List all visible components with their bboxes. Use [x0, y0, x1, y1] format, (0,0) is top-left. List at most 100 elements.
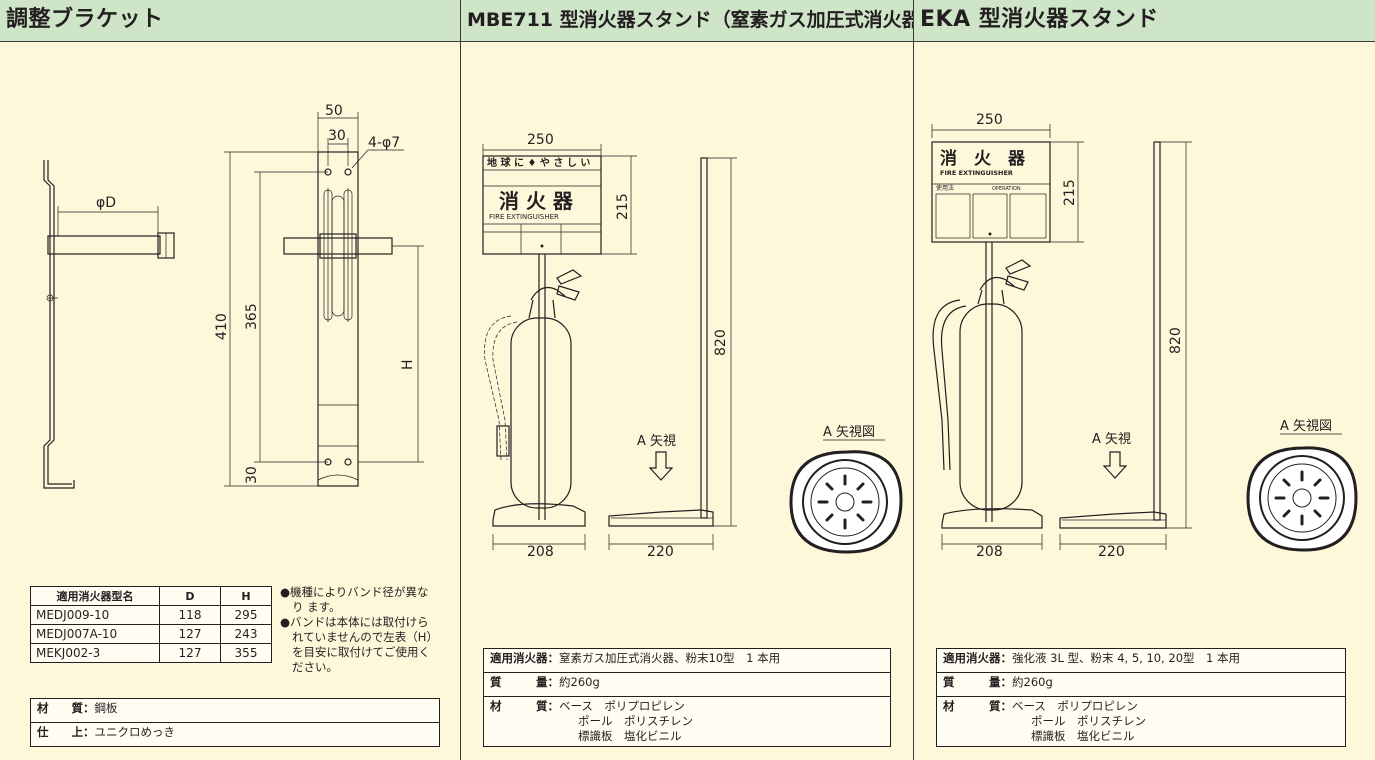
dim-410: 410 [214, 313, 230, 340]
spec-value: ベース ポリプロピレン [1012, 699, 1138, 713]
note-line: ださい。 [292, 660, 338, 674]
spec-value: 約260g [559, 675, 600, 689]
cell: MEDJ007A-10 [30, 624, 160, 644]
spec-row: 適用消火器：窒素ガス加圧式消火器、粉末10型 1 本用 [484, 649, 890, 673]
note-line: ●機種によりバンド径が異な [280, 585, 429, 599]
sign-title: 消 火 器 [499, 189, 574, 213]
panel-title: EKA 型消火器スタンド [914, 0, 1375, 42]
cell: MEKJ002-3 [30, 643, 160, 663]
dim-220: 220 [1098, 544, 1125, 560]
cell: MEDJ009-10 [30, 605, 160, 625]
sign-subtitle: FIRE EXTINGUISHER [940, 169, 1013, 177]
cell: 243 [220, 624, 272, 644]
bracket-side-view [43, 160, 175, 489]
sign-board: 消 火 器 FIRE EXTINGUISHER 使用法 OPERATION [931, 141, 1051, 243]
mbe711-drawing: 250 215 地 球 に ♦ や さ し い 消 火 器 FIRE EXTIN… [482, 132, 903, 560]
extinguisher-illustration [484, 254, 586, 527]
dim-208: 208 [976, 544, 1003, 560]
sign-col: 使用法 [936, 184, 954, 192]
spec-label: 質 量： [943, 675, 1012, 689]
col-D: D [159, 586, 221, 606]
table-row: MEDJ007A-10 127 243 [30, 624, 272, 644]
note-line: れていませんので左表（H） [292, 630, 438, 644]
extinguisher-illustration [932, 242, 1043, 529]
spec-label: 質 量： [490, 675, 559, 689]
spec-label: 材 質： [943, 699, 1012, 713]
spec-label: 材 質： [490, 699, 559, 713]
dim-208: 208 [527, 544, 554, 560]
bracket-drawing: φD 50 30 4-φ7 [43, 103, 424, 489]
view-a-label: A 矢視図 [1280, 419, 1332, 434]
panel-title: MBE711 型消火器スタンド（窒素ガス加圧式消火器用） [461, 0, 913, 42]
spec-row: 質 量：約260g [484, 673, 890, 697]
notes: ●機種によりバンド径が異な り ます。 ●バンドは本体には取付けら れていません… [280, 585, 438, 675]
spec-value: ポール ポリスチレン [1031, 714, 1146, 728]
material-spec-box: 適用消火器：窒素ガス加圧式消火器、粉末10型 1 本用 質 量：約260g 材 … [483, 648, 891, 747]
col-H: H [220, 586, 272, 606]
col-model: 適用消火器型名 [30, 586, 160, 606]
dim-250: 250 [527, 132, 554, 148]
spec-row: 質 量：約260g [937, 673, 1345, 697]
base-top-view [789, 450, 903, 554]
sign-subtitle: FIRE EXTINGUISHER [489, 213, 559, 221]
material-spec-box: 適用消火器：強化液 3L 型、粉末 4, 5, 10, 20型 1 本用 質 量… [936, 648, 1346, 747]
cell: 295 [220, 605, 272, 625]
spec-row: 材 質：ベース ポリプロピレン ポール ポリスチレン 標識板 塩化ビニル [937, 697, 1345, 746]
dim-215: 215 [615, 193, 631, 220]
dim-phiD: φD [96, 195, 116, 211]
bracket-front-view [283, 151, 393, 487]
dim-H: H [400, 359, 416, 370]
spec-label: 適用消火器： [943, 651, 1012, 665]
dim-220: 220 [647, 544, 674, 560]
spec-value: 標識板 塩化ビニル [578, 729, 682, 743]
spec-label: 仕 上： [37, 725, 95, 739]
spec-label: 材 質： [37, 701, 95, 715]
panel-title: 調整ブラケット [0, 0, 460, 42]
spec-value: ユニクロめっき [94, 725, 176, 739]
dim-820: 820 [1168, 327, 1184, 354]
dim-250: 250 [976, 112, 1003, 128]
arrow-a-label: A 矢視 [1092, 432, 1131, 447]
note-line: り ます。 [292, 600, 341, 614]
table-row: MEKJ002-3 127 355 [30, 643, 272, 663]
view-a-label: A 矢視図 [823, 425, 875, 440]
spec-row: 材 質：ベース ポリプロピレン ポール ポリスチレン 標識板 塩化ビニル [484, 697, 890, 746]
applicable-model-table: 適用消火器型名 D H MEDJ009-10 118 295 MEDJ007A-… [30, 586, 272, 663]
panel-mbe711: MBE711 型消火器スタンド（窒素ガス加圧式消火器用） 250 215 地 球… [461, 0, 914, 760]
dim-365: 365 [244, 303, 260, 330]
arrow-down-icon [648, 451, 674, 481]
spec-row: 仕 上：ユニクロめっき [31, 723, 439, 746]
spec-value: 標識板 塩化ビニル [1031, 729, 1135, 743]
arrow-a-label: A 矢視 [637, 434, 676, 449]
sign-title: 消 火 器 [940, 148, 1026, 169]
dim-215: 215 [1062, 179, 1078, 206]
panel-bracket: 調整ブラケット φD [0, 0, 461, 760]
dim-hole: 4-φ7 [368, 135, 400, 151]
dim-30-top: 30 [328, 128, 346, 144]
dim-50: 50 [325, 103, 343, 119]
spec-value: 鋼板 [94, 701, 118, 715]
base-top-view [1246, 446, 1358, 552]
spec-value: 約260g [1012, 675, 1053, 689]
spec-value: ポール ポリスチレン [578, 714, 693, 728]
arrow-down-icon [1102, 451, 1128, 479]
sign-text: 地 球 に ♦ や さ し い [487, 156, 590, 169]
cell: 355 [220, 643, 272, 663]
dim-820: 820 [713, 329, 729, 356]
note-line: を目安に取付けてご使用く [292, 645, 430, 659]
panel-eka: EKA 型消火器スタンド 250 215 消 火 器 FIRE EXTINGUI… [914, 0, 1375, 760]
material-spec-box: 材 質：鋼板 仕 上：ユニクロめっき [30, 698, 440, 747]
sign-col: OPERATION [992, 186, 1021, 192]
dim-30-bottom: 30 [244, 466, 260, 484]
spec-row: 適用消火器：強化液 3L 型、粉末 4, 5, 10, 20型 1 本用 [937, 649, 1345, 673]
table-row: MEDJ009-10 118 295 [30, 605, 272, 625]
note-line: ●バンドは本体には取付けら [280, 615, 429, 629]
cell: 127 [159, 643, 221, 663]
eka-drawing: 250 215 消 火 器 FIRE EXTINGUISHER 使用法 OPER… [931, 112, 1358, 560]
spec-value: ベース ポリプロピレン [559, 699, 685, 713]
sign-board: 地 球 に ♦ や さ し い 消 火 器 FIRE EXTINGUISHER [482, 155, 602, 255]
spec-value: 強化液 3L 型、粉末 4, 5, 10, 20型 1 本用 [1012, 651, 1240, 665]
spec-row: 材 質：鋼板 [31, 699, 439, 723]
cell: 127 [159, 624, 221, 644]
table-header: 適用消火器型名 D H [30, 586, 272, 606]
